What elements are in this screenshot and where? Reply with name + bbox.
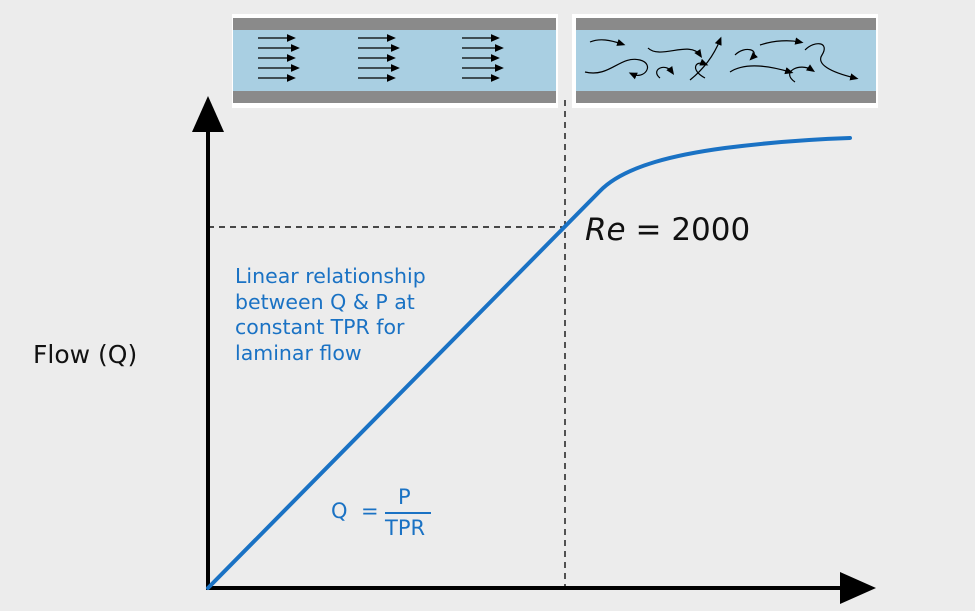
formula-numerator: P	[398, 485, 411, 509]
note-line: laminar flow	[235, 340, 362, 365]
laminar-flow-tube-icon	[232, 14, 558, 108]
linear-relationship-note: Linear relationship between Q & P at con…	[235, 264, 475, 366]
note-line: Linear relationship	[235, 264, 426, 288]
formula-denominator: TPR	[385, 516, 426, 540]
y-axis-label: Flow (Q)	[33, 340, 138, 369]
turbulent-flow-tube-icon	[572, 14, 878, 108]
flow-curve	[206, 136, 852, 590]
reynolds-value: = 2000	[635, 212, 751, 248]
formula-equals: =	[361, 499, 379, 523]
formula-lhs: Q	[331, 499, 348, 523]
fraction-bar	[385, 512, 431, 514]
note-line: constant TPR for	[235, 315, 405, 339]
note-line: between Q & P at	[235, 289, 415, 314]
reynolds-variable: Re	[585, 212, 626, 248]
reynolds-threshold-label: Re = 2000	[585, 212, 750, 248]
